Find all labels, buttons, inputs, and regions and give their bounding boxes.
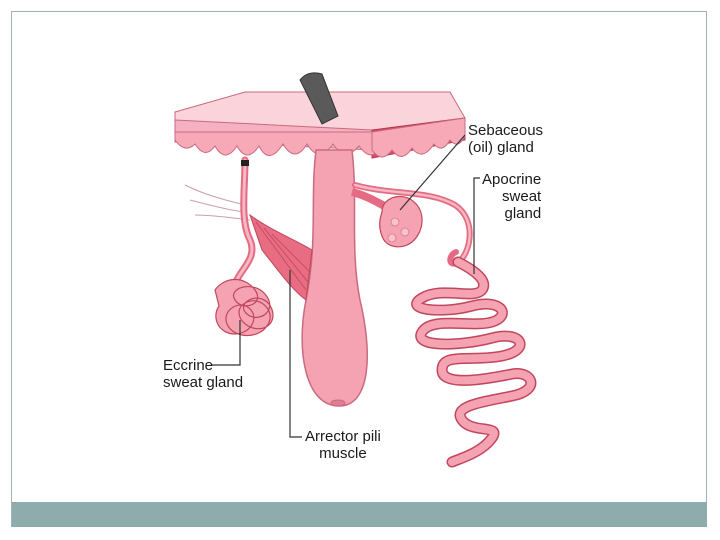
dermal-fibers (184, 184, 251, 221)
label-line: muscle (319, 445, 367, 462)
apocrine-sweat-gland (352, 182, 537, 468)
label-line: Eccrine (163, 357, 214, 374)
label-arrector-pili-muscle: Arrector pili muscle (305, 428, 381, 462)
label-line: (oil) gland (468, 139, 534, 156)
sebaceous-gland (350, 188, 423, 248)
label-line: Sebaceous (468, 122, 544, 139)
eccrine-sweat-gland (214, 156, 274, 337)
footer-bar (12, 502, 707, 527)
label-line: Arrector pili (305, 428, 381, 445)
hair-follicle (301, 149, 368, 407)
label-eccrine-sweat-gland: Eccrine sweat gland (163, 357, 243, 391)
leader-lines (212, 134, 480, 438)
label-line: gland (504, 205, 542, 222)
label-line: sweat (502, 188, 542, 205)
arrector-pili-muscle (249, 213, 313, 301)
label-apocrine-sweat-gland: Apocrine sweat gland (482, 171, 541, 222)
label-line: Apocrine (482, 171, 542, 188)
label-line: sweat gland (163, 374, 244, 391)
hair-shaft (299, 72, 339, 125)
label-sebaceous-gland: Sebaceous (oil) gland (468, 122, 543, 156)
